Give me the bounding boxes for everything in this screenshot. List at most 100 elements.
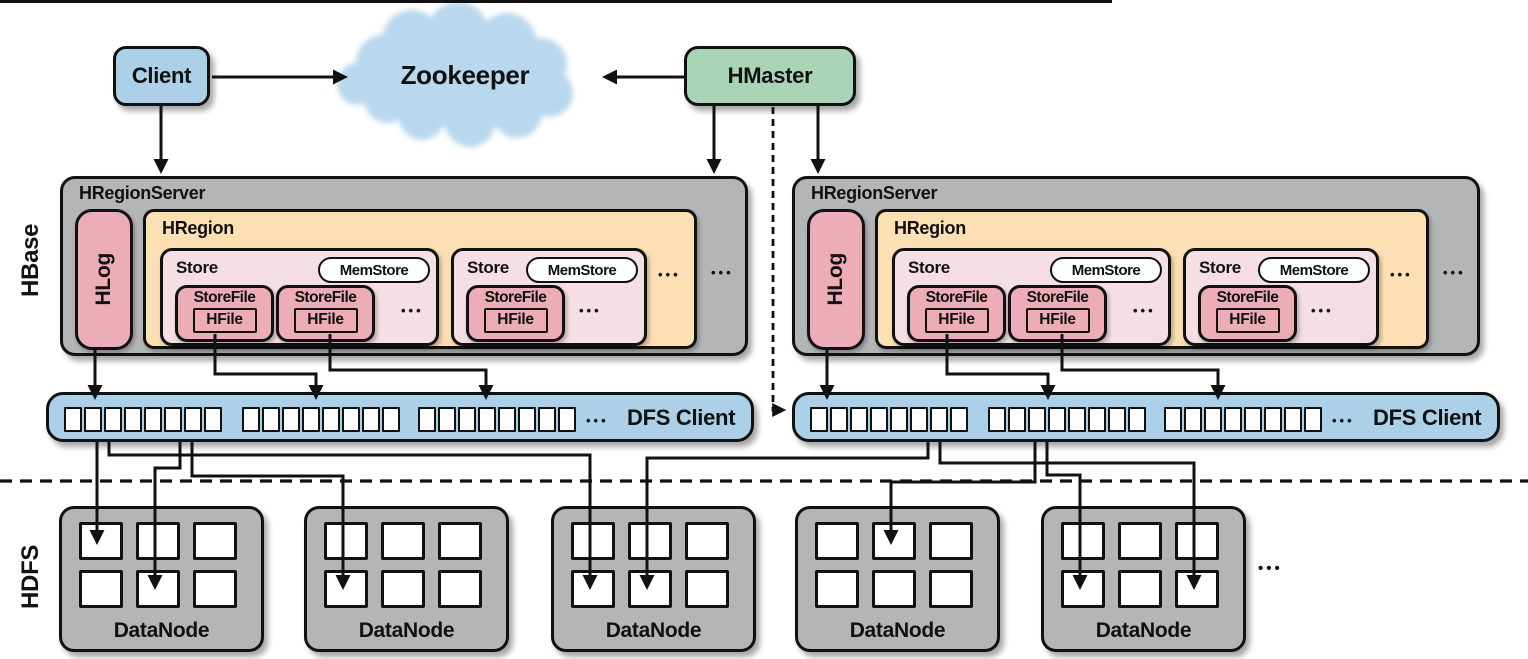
dfs-block bbox=[1184, 407, 1202, 432]
hdfs-block bbox=[929, 570, 973, 608]
datanode-5: DataNode bbox=[1041, 506, 1246, 652]
ellipsis: ••• bbox=[1311, 303, 1334, 318]
hdfs-block bbox=[193, 522, 237, 560]
dfs-block bbox=[1224, 407, 1242, 432]
dfs-block bbox=[810, 407, 828, 432]
block-grid bbox=[815, 522, 973, 608]
hregion-2: HRegion Store MemStore StoreFile HFile S… bbox=[875, 209, 1429, 349]
hdfs-block bbox=[571, 570, 615, 608]
datanode-label: DataNode bbox=[113, 619, 210, 642]
dfs-block bbox=[418, 407, 436, 432]
ellipsis: ••• bbox=[586, 413, 609, 428]
hlog-1: HLog bbox=[75, 209, 133, 350]
hdfs-block bbox=[136, 522, 180, 560]
dfs-block bbox=[1048, 407, 1066, 432]
dfs-block bbox=[1068, 407, 1086, 432]
dfs-block bbox=[1108, 407, 1126, 432]
dfs-block bbox=[930, 407, 948, 432]
hregionserver-2: HRegionServer HLog HRegion Store MemStor… bbox=[792, 176, 1480, 356]
dfs-block bbox=[302, 407, 320, 432]
hregion-1-title: HRegion bbox=[162, 218, 234, 238]
dfs-block bbox=[950, 407, 968, 432]
hdfs-block bbox=[136, 570, 180, 608]
dfs-block bbox=[342, 407, 360, 432]
block-grid bbox=[1061, 522, 1219, 608]
datanode-label: DataNode bbox=[605, 619, 702, 642]
dfs-client-bar-1: ••• DFS Client bbox=[46, 392, 754, 442]
ellipsis: ••• bbox=[1332, 413, 1355, 428]
memstore: MemStore bbox=[318, 257, 430, 283]
dfs-block bbox=[498, 407, 516, 432]
datanode-label: DataNode bbox=[1095, 619, 1192, 642]
storefile: StoreFile HFile bbox=[175, 285, 274, 342]
hdfs-block bbox=[815, 570, 859, 608]
hdfs-block bbox=[79, 522, 123, 560]
storefile-label: StoreFile bbox=[294, 289, 357, 306]
datanode-label: DataNode bbox=[849, 619, 946, 642]
hlog-1-label: HLog bbox=[92, 253, 115, 306]
dfs-block bbox=[262, 407, 280, 432]
hmaster-label: HMaster bbox=[727, 63, 813, 88]
store-title: Store bbox=[467, 258, 509, 277]
store-2-1: Store MemStore StoreFile HFile StoreFile… bbox=[892, 248, 1171, 346]
datanode-4: DataNode bbox=[795, 506, 1000, 652]
memstore: MemStore bbox=[526, 257, 638, 283]
hdfs-block bbox=[193, 570, 237, 608]
memstore-label: MemStore bbox=[339, 261, 409, 279]
storefile-label: StoreFile bbox=[484, 289, 547, 306]
dfs-client-label: DFS Client bbox=[1373, 405, 1482, 430]
hregionserver-2-title: HRegionServer bbox=[811, 183, 938, 203]
dfs-block bbox=[830, 407, 848, 432]
hfile: HFile bbox=[1025, 308, 1090, 333]
hdfs-block bbox=[929, 522, 973, 560]
ellipsis: ••• bbox=[1390, 267, 1413, 282]
dfs-block bbox=[1128, 407, 1146, 432]
hdfs-block bbox=[1175, 570, 1219, 608]
store-1-1: Store MemStore StoreFile HFile StoreFile… bbox=[160, 248, 439, 346]
dfs-block bbox=[1244, 407, 1262, 432]
hregionserver-1-title: HRegionServer bbox=[79, 183, 206, 203]
ellipsis: ••• bbox=[711, 265, 734, 280]
dfs-block bbox=[242, 407, 260, 432]
hdfs-block bbox=[1118, 522, 1162, 560]
storefile-label: StoreFile bbox=[193, 289, 256, 306]
memstore: MemStore bbox=[1258, 257, 1370, 283]
dfs-block bbox=[382, 407, 400, 432]
dfs-block bbox=[478, 407, 496, 432]
dfs-block bbox=[1264, 407, 1282, 432]
storefile-label: StoreFile bbox=[1026, 289, 1089, 306]
dfs-block bbox=[184, 407, 202, 432]
dfs-block bbox=[124, 407, 142, 432]
datanode-1: DataNode bbox=[59, 506, 264, 652]
hlog-2: HLog bbox=[807, 209, 865, 350]
dfs-block bbox=[1028, 407, 1046, 432]
dfs-block bbox=[538, 407, 556, 432]
store-2-2: Store MemStore StoreFile HFile ••• bbox=[1183, 248, 1379, 346]
hfile: HFile bbox=[483, 308, 548, 333]
dfs-block bbox=[1164, 407, 1182, 432]
storefile: StoreFile HFile bbox=[276, 285, 375, 342]
hdfs-block bbox=[1061, 522, 1105, 560]
ellipsis: ••• bbox=[579, 303, 602, 318]
hdfs-block bbox=[438, 522, 482, 560]
dfs-block bbox=[518, 407, 536, 432]
dfs-block bbox=[850, 407, 868, 432]
storefile-label: StoreFile bbox=[1216, 289, 1279, 306]
ellipsis: ••• bbox=[1133, 303, 1156, 318]
dfs-block bbox=[1284, 407, 1302, 432]
storefile: StoreFile HFile bbox=[907, 285, 1006, 342]
hdfs-block bbox=[872, 522, 916, 560]
dfs-block bbox=[164, 407, 182, 432]
hdfs-block bbox=[685, 570, 729, 608]
hregion-2-title: HRegion bbox=[894, 218, 966, 238]
ellipsis: ••• bbox=[658, 267, 681, 282]
dfs-client-bar-2: ••• DFS Client bbox=[792, 392, 1500, 442]
hdfs-block bbox=[324, 522, 368, 560]
block-group bbox=[988, 407, 1146, 432]
datanode-2: DataNode bbox=[304, 506, 509, 652]
hdfs-block bbox=[381, 522, 425, 560]
store-title: Store bbox=[1199, 258, 1241, 277]
hdfs-block bbox=[324, 570, 368, 608]
hfile: HFile bbox=[924, 308, 989, 333]
hregion-1: HRegion Store MemStore StoreFile HFile S… bbox=[143, 209, 697, 349]
